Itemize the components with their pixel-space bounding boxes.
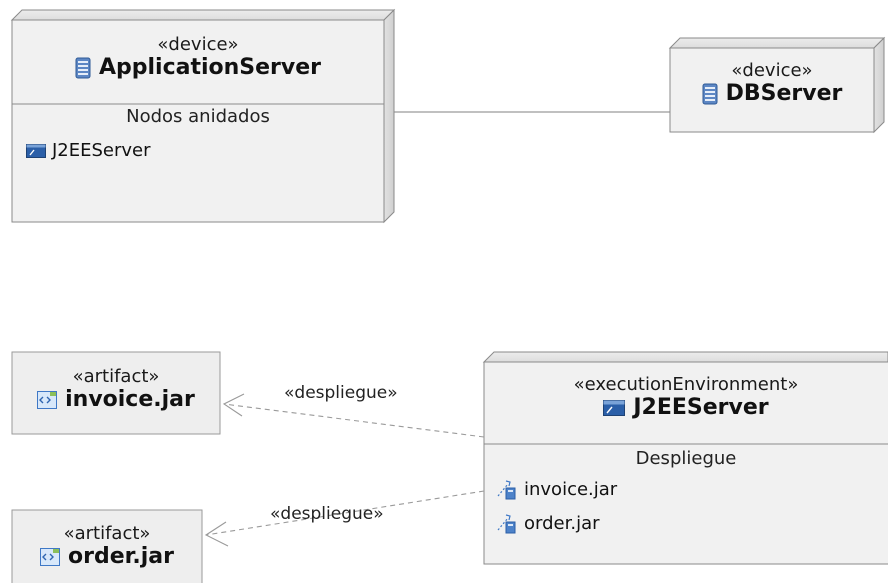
j2ee-server-name: J2EEServer [633, 395, 769, 420]
j2ee-server-stereotype: «executionEnvironment» [573, 374, 799, 395]
deployment-compartment-title: Despliegue [635, 448, 737, 469]
execution-environment-icon [603, 399, 626, 416]
artifact-icon [40, 547, 61, 566]
j2ee-server-node[interactable] [482, 351, 888, 565]
deploy-order-label: «despliegue» [270, 504, 384, 524]
deployed-artifact-order[interactable]: order.jar [496, 512, 600, 534]
nested-node-label: J2EEServer [52, 140, 151, 161]
order-artifact-node[interactable] [11, 509, 203, 583]
artifact-icon [37, 390, 58, 409]
deployed-artifact-label: invoice.jar [524, 478, 618, 500]
deployed-artifact-icon [497, 480, 516, 500]
nested-nodes-compartment-title: Nodos anidados [126, 106, 270, 127]
execution-environment-icon [26, 143, 46, 158]
deploy-dependency-order[interactable] [204, 490, 485, 547]
db-server-name: DBServer [725, 81, 843, 106]
deploy-invoice-label: «despliegue» [284, 383, 398, 403]
application-server-node[interactable] [10, 8, 396, 224]
deployed-artifact-invoice[interactable]: invoice.jar [496, 478, 617, 500]
application-server-name: ApplicationServer [98, 55, 322, 80]
order-artifact-name: order.jar [68, 544, 174, 569]
deployed-artifact-label: order.jar [524, 512, 600, 534]
invoice-artifact-stereotype: «artifact» [72, 366, 160, 387]
deployed-artifact-icon [497, 514, 516, 534]
deploy-dependency-invoice[interactable] [222, 393, 485, 438]
order-artifact-stereotype: «artifact» [63, 523, 151, 544]
application-server-stereotype: «device» [157, 34, 239, 55]
nested-node-j2eeserver[interactable]: J2EEServer [26, 140, 151, 161]
device-icon [702, 83, 718, 104]
device-icon [75, 57, 91, 78]
db-server-stereotype: «device» [731, 60, 813, 81]
invoice-artifact-name: invoice.jar [65, 387, 195, 412]
